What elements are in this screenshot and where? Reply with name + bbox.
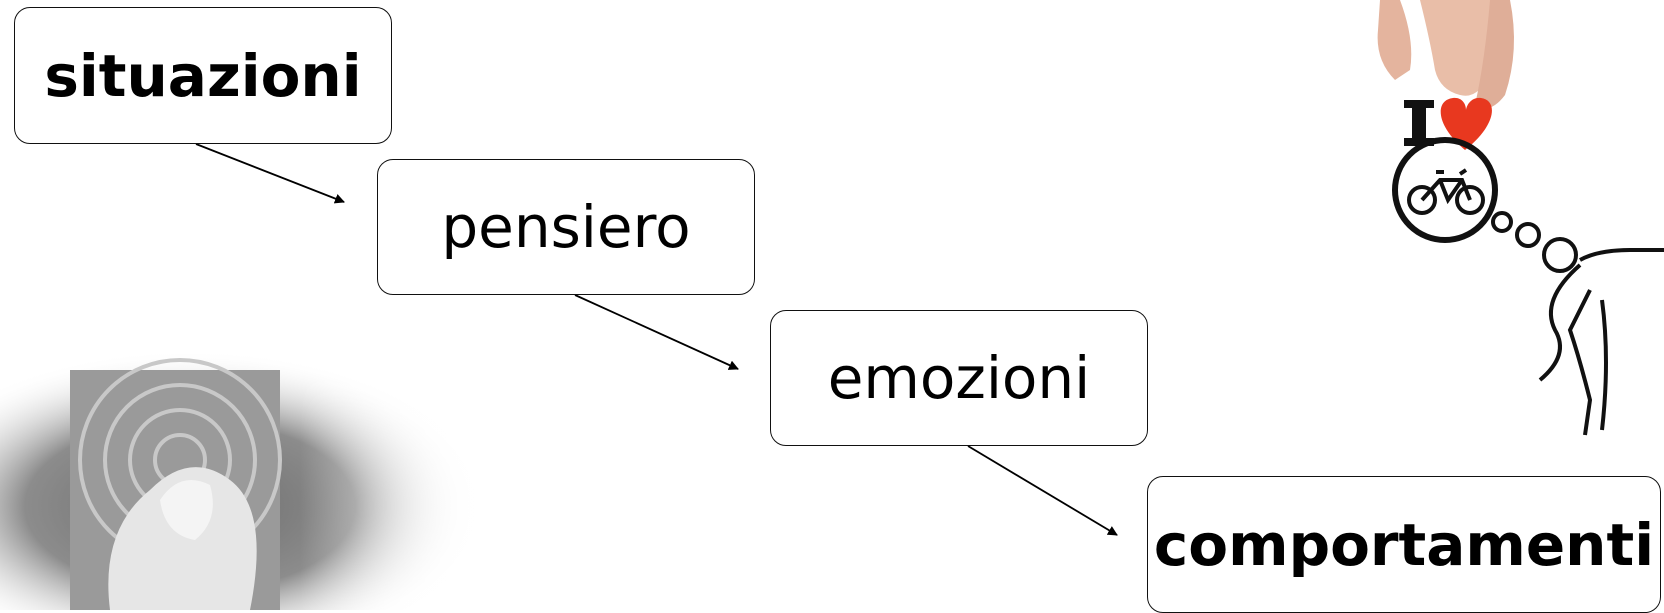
hand-bike-thought-sketch-image (1377, 0, 1664, 436)
arrow-emozioni-to-comportamenti (967, 445, 1118, 536)
bike-icon (1407, 168, 1485, 215)
node-situazioni: situazioni (14, 7, 392, 144)
arrow-pensiero-to-emozioni (574, 294, 739, 370)
node-emozioni: emozioni (770, 310, 1148, 446)
arrow-situazioni-to-pensiero (195, 143, 345, 204)
node-pensiero: pensiero (377, 159, 755, 295)
heart-icon (1440, 97, 1492, 150)
node-comportamenti: comportamenti (1147, 476, 1661, 613)
grayscale-spiral-figure-image (0, 350, 500, 610)
